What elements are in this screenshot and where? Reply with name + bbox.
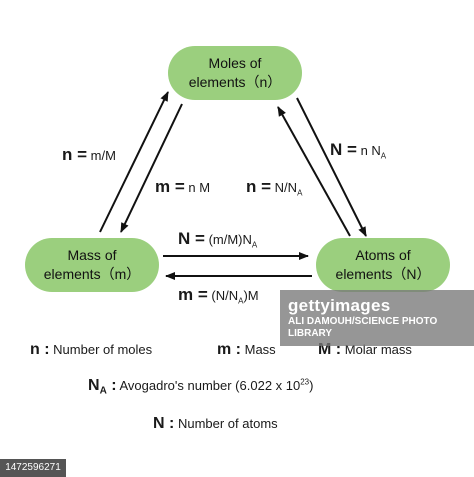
watermark-credit: ALI DAMOUH/SCIENCE PHOTO LIBRARY xyxy=(288,316,438,339)
node-label-line2: elements（m） xyxy=(43,266,141,282)
node-label-line1: Moles of xyxy=(208,55,262,71)
node-label-line2: elements（n） xyxy=(188,74,282,90)
watermark: gettyimages ALI DAMOUH/SCIENCE PHOTO LIB… xyxy=(280,290,474,346)
legend-N: N : Number of atoms xyxy=(153,415,278,432)
node-label-line1: Mass of xyxy=(67,247,117,263)
legend-NA: NA : Avogadro's number (6.022 x 1023) xyxy=(88,377,314,397)
arrow-moles-to-mass xyxy=(120,103,183,233)
formula-n-equals-m-over-M: n = m/M xyxy=(62,145,116,164)
formula-m-equals-n-M: m = n M xyxy=(155,177,211,196)
image-id-label: 1472596271 xyxy=(0,459,66,477)
node-mass-of-elements: Mass of elements（m） xyxy=(25,238,159,292)
legend-n: n : Number of moles xyxy=(30,341,153,358)
formula-N-equals-mM-NA: N = (m/M)NA xyxy=(178,229,258,250)
formula-m-equals-N-NA-M: m = (N/NA)M xyxy=(178,285,259,306)
node-atoms-of-elements: Atoms of elements（N） xyxy=(316,238,450,292)
arrow-atoms-to-moles xyxy=(277,106,351,237)
legend-m: m : Mass xyxy=(217,341,276,358)
watermark-brand: gettyimages xyxy=(288,296,391,315)
arrow-moles-to-atoms xyxy=(296,97,367,237)
node-label-line1: Atoms of xyxy=(355,247,411,263)
formula-n-equals-N-over-NA: n = N/NA xyxy=(246,177,303,198)
arrow-mass-to-moles xyxy=(99,91,169,233)
node-label-line2: elements（N） xyxy=(335,266,431,282)
node-moles-of-elements: Moles of elements（n） xyxy=(168,46,302,100)
formula-N-equals-n-NA: N = n NA xyxy=(330,140,387,161)
